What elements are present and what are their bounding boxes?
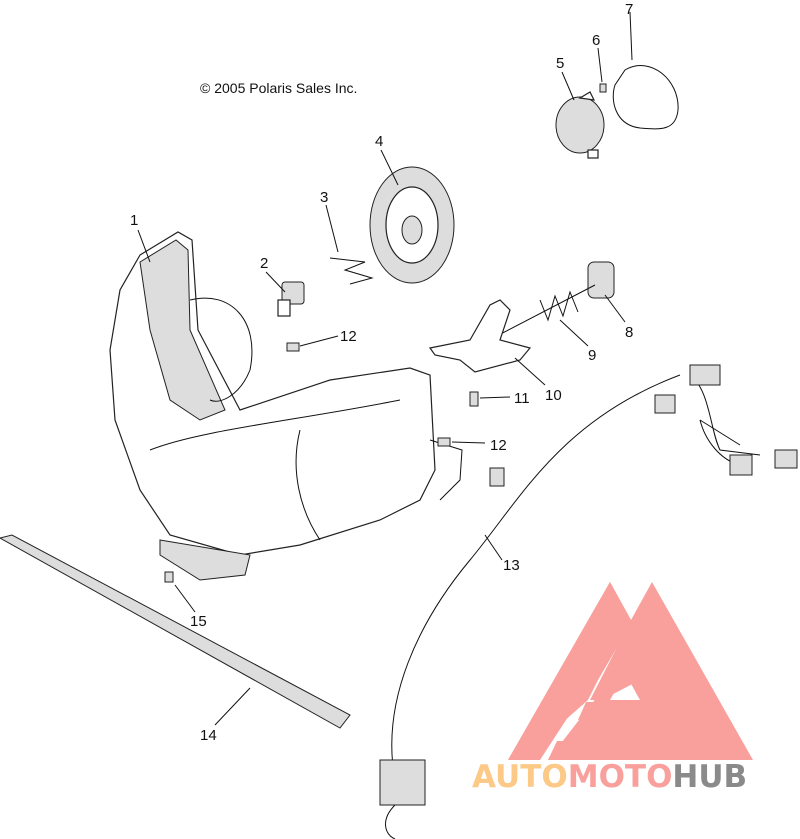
callout-1: 1 — [130, 212, 138, 229]
screw-12b — [437, 437, 451, 447]
callout-11: 11 — [514, 390, 530, 407]
callout-9: 9 — [588, 347, 596, 364]
callout-12a: 12 — [340, 328, 357, 345]
retaining-clip — [329, 257, 374, 285]
watermark-logo — [508, 582, 753, 760]
pin-15 — [164, 571, 174, 583]
callout-13: 13 — [503, 557, 520, 574]
gasket — [612, 65, 679, 130]
callout-8: 8 — [625, 324, 633, 341]
headlight-housing — [109, 231, 463, 581]
copyright-text: © 2005 Polaris Sales Inc. — [200, 80, 357, 96]
trim-strip — [0, 534, 351, 729]
wiring-harness — [379, 364, 798, 839]
callout-6: 6 — [592, 32, 600, 49]
watermark-auto: AUTO — [472, 759, 568, 795]
callout-2: 2 — [260, 255, 268, 272]
callout-7: 7 — [625, 1, 633, 18]
reflector — [369, 166, 455, 284]
watermark-moto: MOTO — [568, 759, 673, 795]
callout-labels: 1 2 3 4 5 6 7 8 9 10 11 12 12 13 14 15 — [130, 1, 633, 744]
callout-4: 4 — [375, 133, 383, 150]
callout-15: 15 — [190, 613, 207, 630]
screw-6 — [599, 83, 607, 93]
watermark-text: AUTOMOTOHUB — [472, 759, 747, 795]
watermark-hub: HUB — [672, 759, 747, 795]
screw-11 — [469, 391, 479, 407]
dust-cap — [555, 91, 605, 159]
callout-12b: 12 — [490, 437, 507, 454]
callout-5: 5 — [556, 55, 564, 72]
clip-nut — [489, 467, 505, 487]
callout-14: 14 — [200, 727, 217, 744]
callout-3: 3 — [320, 189, 328, 206]
screw-12a — [286, 342, 300, 352]
adjuster — [428, 261, 615, 373]
bulb — [277, 281, 305, 317]
leader-lines — [137, 11, 633, 726]
callout-10: 10 — [545, 387, 562, 404]
